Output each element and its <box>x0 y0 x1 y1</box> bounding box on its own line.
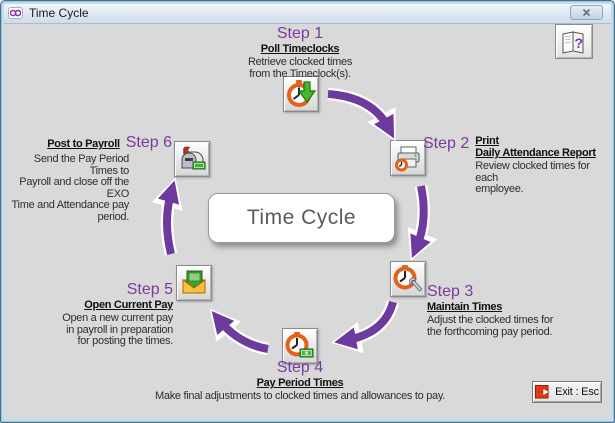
step-5-title-link[interactable]: Open Current Pay <box>84 299 173 311</box>
step-4-title-link[interactable]: Pay Period Times <box>256 377 344 389</box>
step-1-block: Step 1 Poll Timeclocks Retrieve clocked … <box>205 25 395 80</box>
exo-logo-icon <box>8 6 23 19</box>
time-cycle-center-panel: Time Cycle <box>208 193 395 243</box>
step-2-block: Step 2 Print Daily Attendance Report Rev… <box>423 135 615 196</box>
time-cycle-center-label: Time Cycle <box>246 206 357 229</box>
close-icon <box>582 8 591 17</box>
envelope-pay-icon <box>182 270 206 294</box>
step-1-label: Step 1 <box>276 25 324 42</box>
close-button[interactable] <box>570 5 603 20</box>
step-1-title-link[interactable]: Poll Timeclocks <box>260 43 340 55</box>
pay-period-times-button[interactable] <box>282 328 318 364</box>
titlebar: Time Cycle <box>2 2 613 24</box>
step-5-description: Open a new current pay in payroll in pre… <box>62 312 173 347</box>
step-3-block: Step 3 Maintain Times Adjust the clocked… <box>427 283 587 338</box>
print-daily-attendance-button[interactable] <box>390 140 426 176</box>
exit-button-label: Exit : Esc <box>555 386 599 398</box>
poll-timeclocks-button[interactable] <box>283 76 319 112</box>
step-6-block: Post to Payroll Step 6 Send the Pay Peri… <box>8 134 172 223</box>
maintain-times-button[interactable] <box>390 261 426 297</box>
exit-icon <box>535 385 551 399</box>
step-5-block: Step 5 Open Current Pay Open a new curre… <box>18 281 173 348</box>
window-title: Time Cycle <box>29 5 89 20</box>
wrench-glyph <box>408 277 423 292</box>
help-button[interactable]: ? <box>555 24 593 59</box>
step-6-title-link[interactable]: Post to Payroll <box>47 138 120 150</box>
step-6-label: Step 6 <box>125 134 172 151</box>
exit-button[interactable]: Exit : Esc <box>532 381 602 403</box>
step-5-label: Step 5 <box>126 281 173 298</box>
stopwatch-wrench-icon <box>393 265 423 292</box>
arrow-step3-to-step4 <box>331 300 400 354</box>
step-3-label: Step 3 <box>427 283 474 300</box>
step-2-title-link[interactable]: Print Daily Attendance Report <box>475 135 596 159</box>
step-4-block: Step 4 Pay Period Times Make final adjus… <box>120 359 480 403</box>
step-1-description: Retrieve clocked times from the Timecloc… <box>247 56 353 80</box>
step-2-description: Review clocked times for each employee. <box>475 160 590 195</box>
step-6-description: Send the Pay Period Times to Payroll and… <box>11 153 130 223</box>
help-book-icon: ? <box>562 30 584 54</box>
printer-clock-icon <box>395 146 420 172</box>
stopwatch-download-icon <box>287 80 317 107</box>
arrow-step4-to-step5 <box>209 308 270 356</box>
step-4-label: Step 4 <box>276 359 324 376</box>
step-2-label: Step 2 <box>423 135 470 152</box>
stopwatch-money-icon <box>285 332 314 358</box>
post-to-payroll-button[interactable] <box>174 141 210 177</box>
step-4-description: Make final adjustments to clocked times … <box>155 390 445 402</box>
step-3-title-link[interactable]: Maintain Times <box>427 301 503 313</box>
mailbox-money-icon <box>181 146 206 170</box>
step-3-description: Adjust the clocked times for the forthco… <box>427 314 554 338</box>
arrow-step1-to-step2 <box>327 87 396 142</box>
svg-text:?: ? <box>575 35 584 51</box>
open-current-pay-button[interactable] <box>176 265 212 301</box>
